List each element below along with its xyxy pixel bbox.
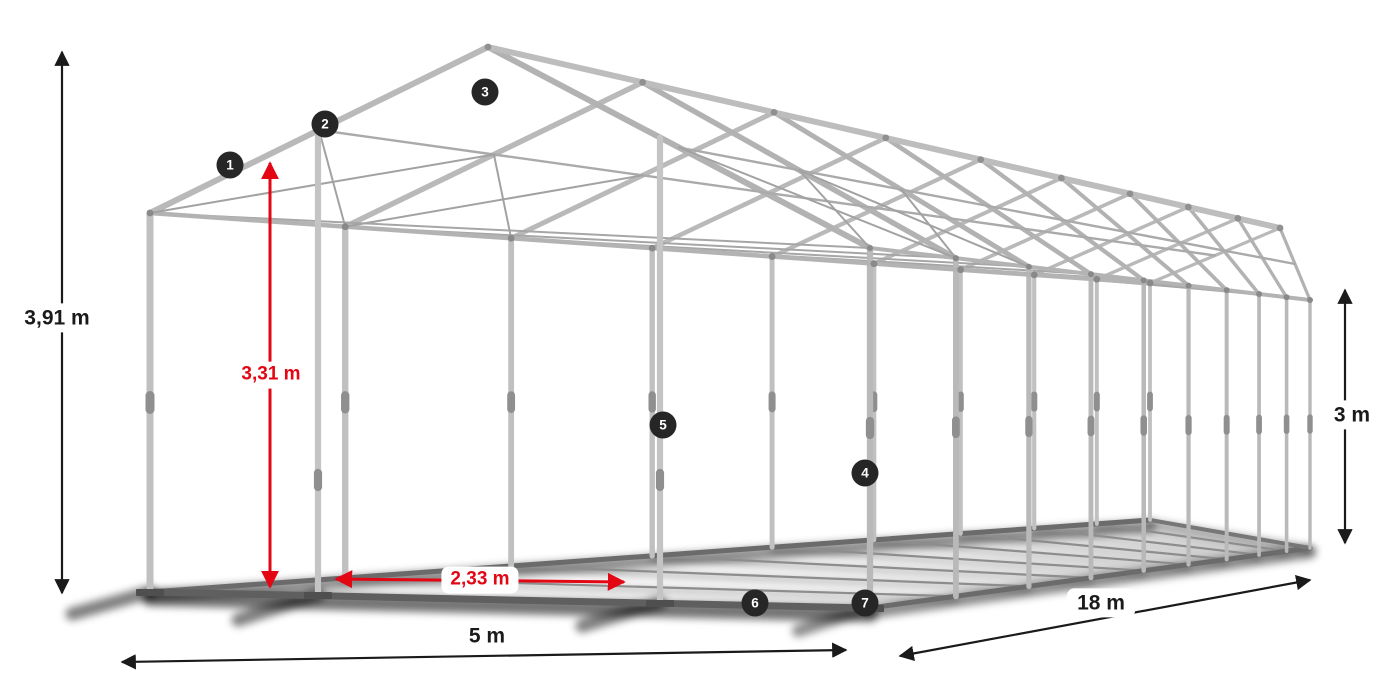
callout-marker-2: 2 (311, 110, 339, 138)
callout-marker-5: 5 (649, 411, 677, 439)
callout-marker-6: 6 (741, 589, 769, 617)
width-arrow (120, 642, 848, 670)
dimension-label-side-height: 3 m (1323, 400, 1381, 430)
length-arrow (898, 574, 1312, 662)
callout-marker-3: 3 (471, 78, 499, 106)
dimension-label-entrance-width: 2,33 m (441, 566, 519, 594)
callout-marker-1: 1 (216, 151, 244, 179)
callout-marker-4: 4 (851, 459, 879, 487)
dimension-label-width: 5 m (458, 621, 516, 651)
dimension-label-ridge-clearance: 3,31 m (232, 361, 310, 389)
callout-marker-7: 7 (851, 589, 879, 617)
dimension-label-total-height: 3,91 m (14, 303, 100, 333)
dimension-label-length: 18 m (1067, 588, 1135, 618)
